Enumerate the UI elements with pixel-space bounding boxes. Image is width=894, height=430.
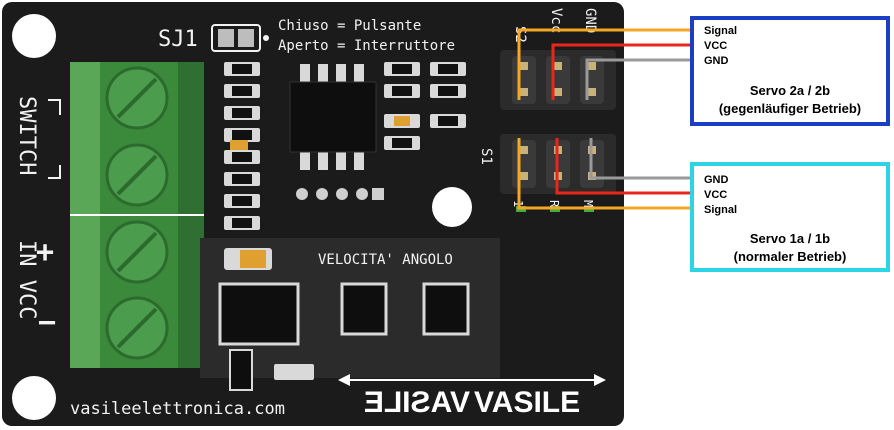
terminal-block [70,62,204,368]
smd-components-left [224,62,260,230]
ic-chip [289,64,377,170]
header-s1-label: S1 [478,148,494,165]
trimmer-angle [422,282,470,336]
switch-symbol [48,99,61,179]
plus-label: + [36,235,54,270]
section-label: VELOCITA' ANGOLO [318,252,453,268]
diode [274,364,314,380]
legend-2-subtitle: (gegenläufiger Betrieb) [718,101,862,116]
mounting-hole-bottom-left [12,376,56,420]
jumper-label: SJ1 [158,27,198,52]
vcc-label: IN VCC [14,240,39,319]
header-gnd-label: GND [582,8,598,33]
legend-servo-1: GND VCC Signal Servo 1a / 1b (normaler B… [690,162,890,272]
brand-mirrored: VASILE [364,386,470,419]
transistor [229,349,253,391]
legend-2-title: Servo 2a / 2b [749,83,831,98]
pin-r-label: R [547,200,561,208]
voltage-regulator [218,282,300,346]
mounting-hole-top-left [12,14,56,58]
legend-1-subtitle: (normaler Betrieb) [733,249,847,264]
minus-label: − [38,305,56,340]
wires-servo-1 [517,138,700,210]
programming-pads [296,188,384,200]
smd-components-right [384,62,466,150]
brand-text: VASILE [474,386,580,419]
trimmer-speed [340,282,388,336]
brand-logo: VASILE VASILE [338,374,606,419]
mounting-hole-center [432,187,472,227]
switch-label: SWITCH [14,96,39,175]
legend-servo-2: Signal VCC GND Servo 2a / 2b (gegenläufi… [690,16,890,126]
legend-1-gnd: GND [704,174,729,186]
header-vcc-label: Vcc [548,8,564,33]
legend-2-signal: Signal [704,25,738,37]
jumper-pad [211,24,261,52]
website-label: vasileelettronica.com [70,399,285,419]
legend-2-gnd: GND [704,55,729,67]
legend-1-vcc: VCC [704,189,728,201]
pin-m-label: M [581,200,595,207]
legend-2-vcc: VCC [704,40,728,52]
jumper-note-open: Aperto = Interruttore [278,38,455,54]
legend-1-title: Servo 1a / 1b [749,231,831,246]
jumper-note-closed: Chiuso = Pulsante [278,18,421,34]
legend-1-signal: Signal [704,204,738,216]
wires-servo-2 [517,28,700,100]
